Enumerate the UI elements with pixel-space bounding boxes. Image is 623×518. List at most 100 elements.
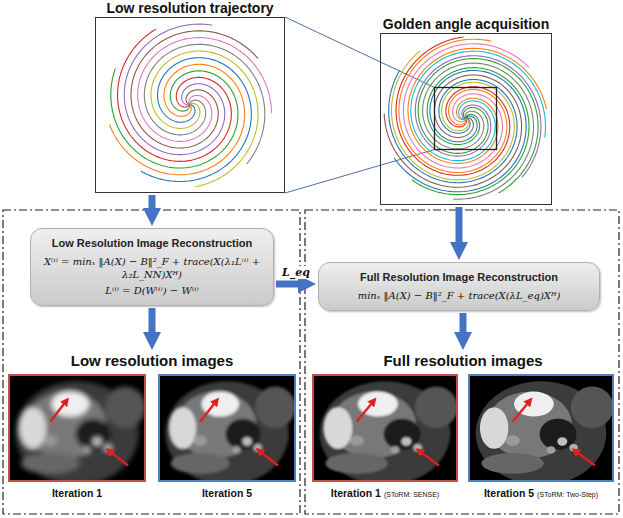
method-note: (SToRM: SENSE) — [384, 491, 439, 498]
mri-anatomy — [320, 381, 456, 480]
tissue-blob — [413, 444, 422, 451]
pointer-arrow — [109, 451, 128, 466]
mri-image — [470, 376, 612, 480]
acquisition-figure: Golden angle acquisition — [380, 16, 552, 205]
image-frame — [158, 374, 296, 482]
tissue-blob — [401, 437, 411, 445]
tissue-blob — [415, 386, 456, 428]
tissue-blob — [82, 446, 90, 453]
image-panel: Iteration 1 — [8, 374, 146, 500]
tissue-blob — [19, 407, 46, 449]
pointer-arrow — [575, 451, 595, 466]
zoom-lines — [285, 17, 435, 193]
pointer-arrow — [513, 401, 530, 422]
dashed-panel — [3, 210, 300, 514]
figure-frame — [380, 33, 552, 205]
dashed-panel — [305, 210, 619, 514]
caption: Iteration 1 — [8, 485, 146, 500]
figure-frame — [95, 17, 285, 193]
image-caption: Iteration 5 — [484, 487, 534, 499]
mri-anatomy — [476, 381, 612, 480]
tissue-blob — [44, 435, 57, 445]
mri-image — [160, 376, 294, 480]
pointer-arrow — [200, 401, 216, 422]
tissue-blob — [350, 435, 364, 445]
tissue-blob — [242, 437, 251, 445]
box-title: Full Resolution Image Reconstruction — [325, 270, 593, 284]
mri-image — [10, 376, 144, 480]
flow-arrow — [456, 207, 463, 242]
image-caption: Iteration 5 — [202, 487, 252, 499]
tissue-blob — [105, 386, 144, 428]
image-panel: Iteration 5(SToRM: Two-Step) — [468, 374, 614, 501]
figure-heading: Golden angle acquisition — [380, 16, 552, 33]
tissue-blob — [324, 407, 352, 449]
method-note: (SToRM: Two-Step) — [537, 491, 598, 498]
tissue-blob — [92, 437, 101, 445]
pointer-arrow — [50, 401, 66, 422]
mri-anatomy — [15, 381, 144, 480]
image-group: Full resolution imagesIteration 1(SToRM:… — [312, 352, 614, 501]
trajectory-curve — [411, 51, 546, 160]
pointer-arrow — [357, 401, 374, 422]
image-row: Iteration 1(SToRM: SENSE)Iteration 5(STo… — [312, 374, 614, 501]
image-caption: Iteration 1 — [52, 487, 102, 499]
trajectory-curve — [418, 59, 538, 193]
image-panel: Iteration 1(SToRM: SENSE) — [312, 374, 458, 501]
formula: X⁽ⁱ⁾ = minₓ ‖A(X) − B‖²_F + trace(X(λ₁L⁽… — [37, 255, 267, 281]
figure-heading: Low resolution trajectory — [95, 0, 285, 17]
image-group: Low resolution imagesIteration 1Iteratio… — [8, 352, 296, 500]
tissue-blob — [481, 453, 543, 474]
tissue-blob — [254, 444, 262, 451]
tissue-blob — [480, 407, 508, 449]
caption: Iteration 1(SToRM: SENSE) — [312, 485, 458, 501]
flow-arrow — [276, 281, 298, 288]
trajectory-figure: Low resolution trajectory — [95, 0, 285, 193]
tissue-blob — [232, 446, 240, 453]
tissue-blob — [255, 386, 294, 428]
tissue-blob — [171, 453, 230, 474]
mri-anatomy — [165, 381, 294, 480]
process-box: Low Resolution Image ReconstructionX⁽ⁱ⁾ … — [30, 228, 274, 306]
tissue-blob — [569, 444, 578, 451]
caption: Iteration 5(SToRM: Two-Step) — [468, 485, 614, 501]
group-heading: Low resolution images — [8, 352, 296, 370]
formula: minₓ ‖A(X) − B‖²_F + trace(X(λL_eq)Xᴴ) — [325, 289, 593, 302]
group-heading: Full resolution images — [312, 352, 614, 370]
image-frame — [468, 374, 614, 482]
spiral-illustration — [381, 34, 550, 203]
image-frame — [8, 374, 146, 482]
tissue-blob — [169, 407, 196, 449]
tissue-blob — [194, 435, 207, 445]
image-caption: Iteration 1 — [331, 487, 381, 499]
tissue-blob — [547, 446, 556, 453]
image-row: Iteration 1 Iteration 5 — [8, 374, 296, 500]
image-frame — [312, 374, 458, 482]
trajectory-curve — [111, 68, 238, 168]
tissue-blob — [104, 444, 112, 451]
spiral-illustration — [96, 18, 283, 191]
mri-image — [314, 376, 456, 480]
tissue-blob — [21, 453, 80, 474]
tissue-blob — [391, 446, 400, 453]
formula: L⁽ⁱ⁾ = D(W⁽ⁱ⁾) − W⁽ⁱ⁾ — [37, 284, 267, 297]
pointer-arrow — [259, 451, 278, 466]
trajectory-curve — [131, 31, 258, 148]
tissue-blob — [557, 437, 567, 445]
pointer-arrow — [419, 451, 439, 466]
tissue-blob — [325, 453, 387, 474]
flow-arrow — [149, 195, 156, 208]
trajectory-curve — [141, 58, 251, 182]
box-title: Low Resolution Image Reconstruction — [37, 236, 267, 250]
flow-arrow — [460, 313, 467, 332]
zoom-square — [435, 88, 497, 150]
trajectory-curve — [151, 51, 258, 187]
trajectory-curve — [144, 44, 264, 164]
process-box: Full Resolution Image Reconstruction minₓ… — [318, 262, 600, 311]
caption: Iteration 5 — [158, 485, 296, 500]
tissue-blob — [506, 435, 520, 445]
tissue-blob — [571, 386, 612, 428]
edge-label: L_eq — [280, 266, 312, 279]
flow-arrow — [149, 308, 156, 332]
